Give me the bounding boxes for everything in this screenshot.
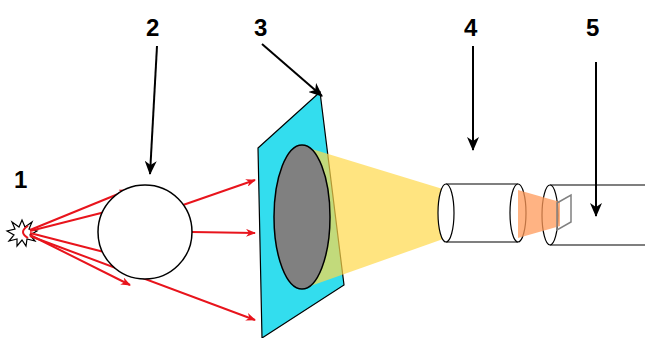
callout-number: 2 xyxy=(146,16,159,40)
light-rays xyxy=(30,180,255,320)
shadow xyxy=(274,145,330,289)
sensor xyxy=(557,195,571,230)
callout-number: 5 xyxy=(586,16,599,40)
sphere xyxy=(98,185,192,279)
callout-number: 1 xyxy=(14,168,27,192)
callout-number: 4 xyxy=(464,16,477,40)
leader-arrows xyxy=(150,44,596,216)
light-cone xyxy=(518,190,560,238)
camera xyxy=(542,185,645,245)
lens xyxy=(438,184,526,242)
callout-number: 3 xyxy=(254,16,267,40)
